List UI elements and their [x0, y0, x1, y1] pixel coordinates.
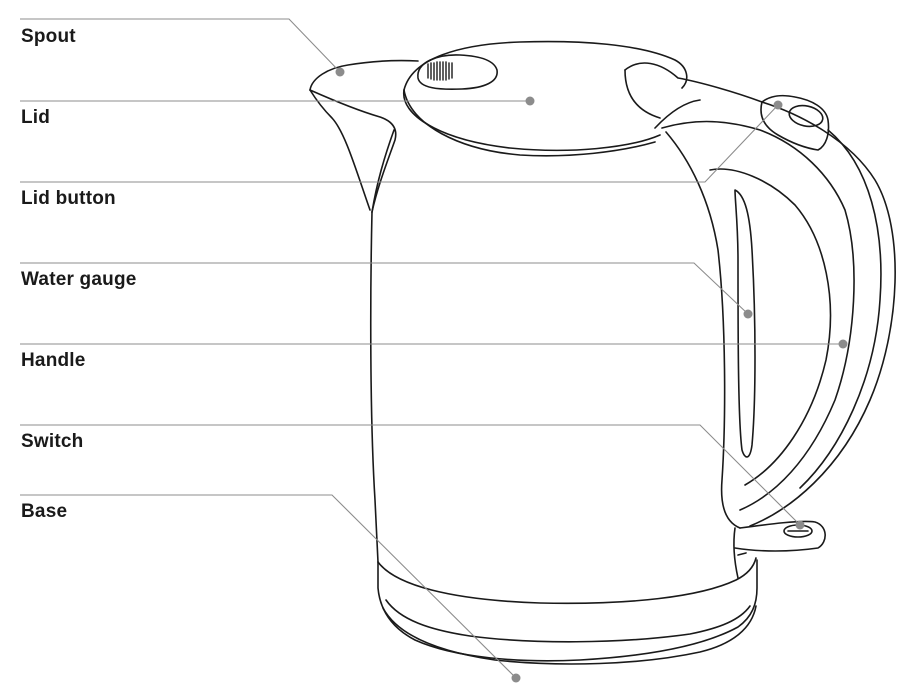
leader-dot-lid-button [773, 100, 783, 110]
kettle-body [369, 211, 757, 605]
label-switch: Switch [21, 431, 84, 452]
lid-vent [427, 61, 453, 81]
label-lid: Lid [21, 107, 51, 128]
label-spout: Spout [21, 26, 76, 47]
leader-dot-water-gauge [743, 309, 753, 319]
label-handle: Handle [21, 350, 86, 371]
leader-dot-base [511, 673, 521, 683]
leader-lines [20, 18, 843, 679]
leader-line-lid-button [20, 104, 779, 183]
leader-dots [335, 67, 848, 683]
label-lid-button: Lid button [21, 188, 116, 209]
leader-dot-lid [525, 96, 535, 106]
label-water-gauge: Water gauge [21, 269, 137, 290]
leader-dot-handle [838, 339, 848, 349]
leader-line-switch [20, 424, 801, 526]
kettle-handle [624, 62, 896, 552]
leader-line-water-gauge [20, 262, 749, 315]
lid-button [760, 94, 830, 151]
leader-dot-spout [335, 67, 345, 77]
label-base: Base [21, 501, 68, 522]
kettle-base [377, 559, 758, 665]
leader-line-spout [20, 18, 341, 73]
kettle-lid [403, 40, 688, 157]
kettle-illustration [309, 40, 896, 665]
leader-dot-switch [795, 520, 805, 530]
kettle-spout [309, 59, 419, 213]
leader-line-base [20, 494, 517, 679]
